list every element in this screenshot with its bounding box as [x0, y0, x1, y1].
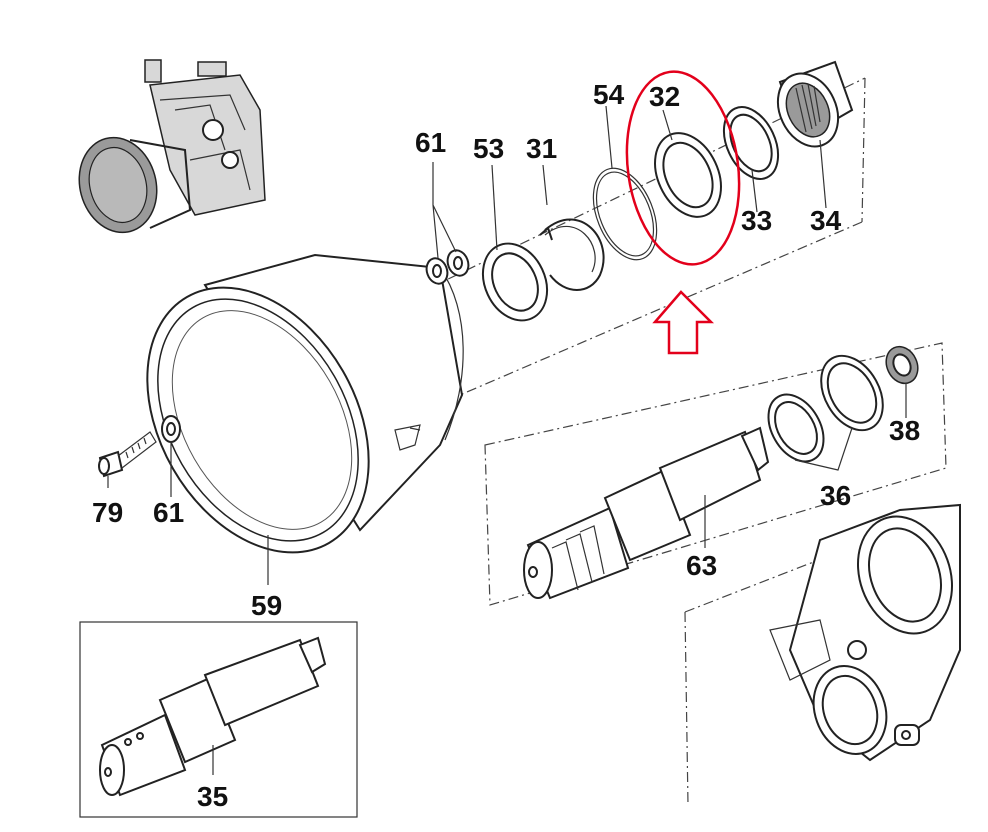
label-32: 32 [649, 81, 680, 112]
label-35: 35 [197, 781, 228, 812]
label-34: 34 [810, 205, 842, 236]
label-53: 53 [473, 133, 504, 164]
assembly-frame-top [159, 77, 866, 419]
ring-32 [654, 132, 722, 218]
washers-61-upper [425, 249, 470, 285]
label-63: 63 [686, 550, 717, 581]
shaft-63 [523, 426, 770, 600]
label-31: 31 [526, 133, 557, 164]
ring-36-outer [820, 354, 884, 432]
label-61-lower: 61 [153, 497, 184, 528]
pump-thumbnail [78, 59, 266, 234]
label-36: 36 [820, 480, 851, 511]
label-79: 79 [92, 497, 123, 528]
bell-housing-59 [146, 253, 464, 554]
label-33: 33 [741, 205, 772, 236]
label-59: 59 [251, 590, 282, 621]
seal-53 [481, 242, 549, 322]
pointer-arrow [652, 290, 715, 355]
washer-61-lower [161, 415, 181, 443]
seal-38 [885, 345, 919, 385]
ring-36-inner [767, 393, 825, 463]
leader-lines [107, 105, 907, 775]
gear-housing [769, 503, 961, 762]
leader-36 [794, 427, 853, 471]
inset-box [79, 621, 358, 818]
label-38: 38 [889, 415, 920, 446]
snap-ring-54 [592, 167, 658, 261]
label-61-upper: 61 [415, 127, 446, 158]
assembly-frame-shaft [484, 342, 947, 606]
circlip-31 [539, 218, 605, 291]
bolt-79 [98, 431, 157, 478]
highlight-ellipse [625, 70, 741, 266]
bearing-34 [776, 60, 854, 148]
label-54: 54 [593, 79, 625, 110]
ring-33 [722, 106, 780, 180]
